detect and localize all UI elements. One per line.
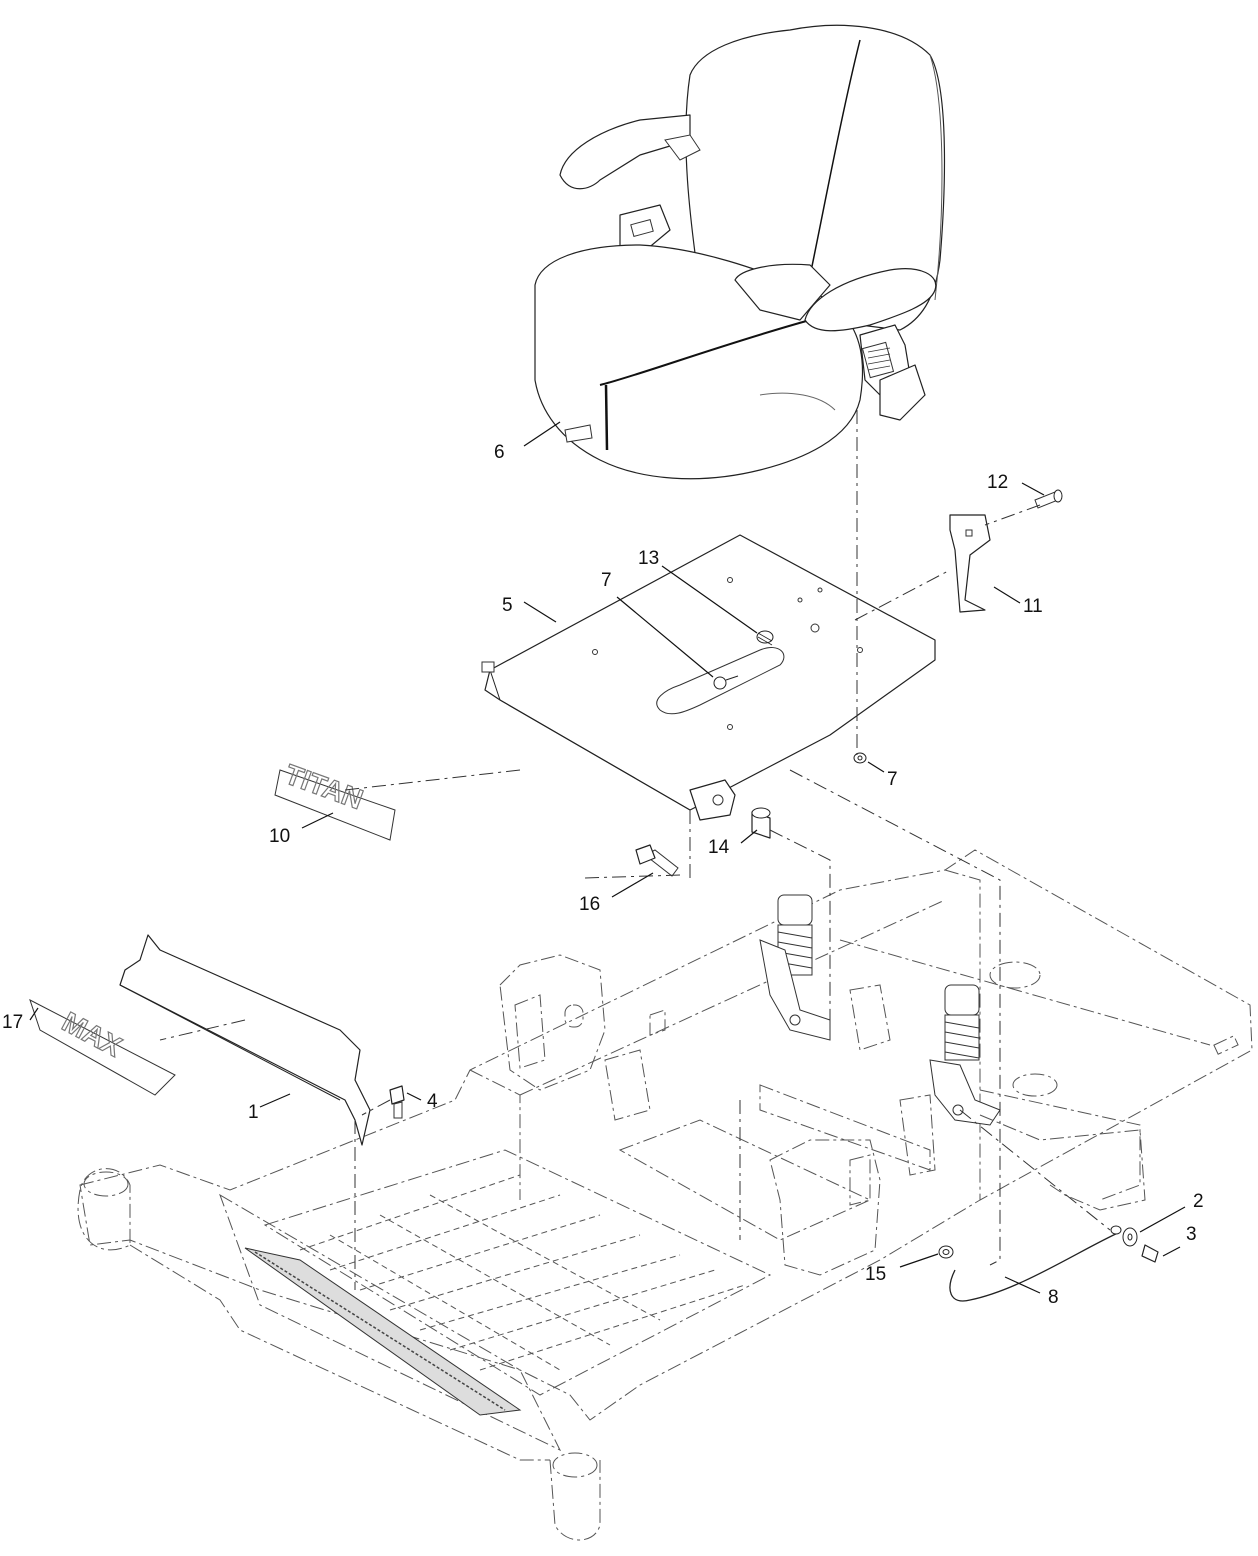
bolt-4 [389, 1085, 405, 1119]
alignment-lines [159, 410, 1111, 1290]
bushing-14 [751, 807, 771, 839]
callout-17: 17 [2, 1012, 23, 1033]
heel-guard-panel-1 [119, 934, 371, 1146]
callout-2: 2 [1193, 1191, 1204, 1212]
callout-7-upper: 7 [601, 570, 612, 591]
chassis-frame [77, 849, 1253, 1541]
callout-1: 1 [248, 1102, 259, 1123]
callout-15: 15 [865, 1264, 886, 1285]
leader-lines [29, 421, 1186, 1294]
callout-8: 8 [1048, 1287, 1059, 1308]
washer-2 [1122, 1227, 1138, 1247]
callout-11: 11 [1023, 596, 1043, 617]
hex-nut-7-lower [853, 752, 867, 764]
suspension-spring-left [759, 894, 831, 1041]
hex-nut-7-upper [713, 675, 739, 690]
callout-13: 13 [638, 548, 659, 569]
seat-pan [481, 534, 936, 821]
bolt-16 [635, 844, 679, 877]
screw-3 [1141, 1244, 1159, 1263]
seat-mount-brackets [499, 954, 936, 1276]
callout-12: 12 [987, 472, 1008, 493]
titan-decal-10: TITAN [274, 758, 396, 841]
bolt-12 [1034, 489, 1063, 509]
callout-3: 3 [1186, 1224, 1197, 1245]
callout-6: 6 [494, 442, 505, 463]
suspension-spring-right [929, 984, 1001, 1126]
grommet-15 [938, 1245, 954, 1259]
callout-16: 16 [579, 894, 600, 915]
callout-14: 14 [708, 837, 730, 858]
callout-numbers: 6 12 13 7 5 11 7 10 14 16 17 4 1 2 3 15 … [2, 442, 1204, 1308]
spring-13 [756, 630, 774, 646]
wire-harness-8 [949, 1225, 1122, 1302]
callout-5: 5 [502, 595, 513, 616]
callout-10: 10 [269, 826, 290, 847]
bracket-11 [949, 514, 991, 613]
seat-assembly [534, 24, 946, 480]
callout-7-lower: 7 [887, 769, 898, 790]
max-decal-17: MAX [29, 998, 176, 1096]
cable-bracket [979, 1114, 1146, 1211]
callout-4: 4 [427, 1091, 438, 1112]
